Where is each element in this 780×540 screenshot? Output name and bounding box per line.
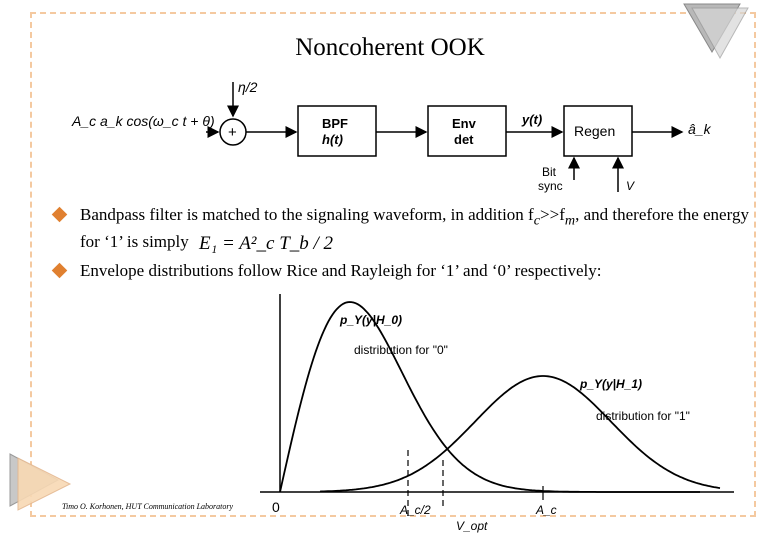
slide-frame: [30, 12, 756, 517]
bitsync-label-2: sync: [538, 179, 563, 193]
bpf-block: [297, 105, 377, 157]
adder-symbol: +: [228, 124, 237, 141]
env-det-block: [427, 105, 507, 157]
h0-curve-label: p_Y(y|H_0): [339, 313, 402, 327]
bullet-2-text: Envelope distributions follow Rice and R…: [80, 260, 602, 280]
energy-formula: E₁ = A²_c T_b / 2: [199, 232, 334, 254]
block-diagram: A_c a_k cos(ω_c t + θ) η/2 + BPF h(t) En…: [71, 79, 712, 193]
noise-label: η/2: [238, 79, 258, 95]
corner-arrow-top-right: [683, 3, 749, 60]
x-tick-ac-half: A_c/2: [399, 503, 431, 517]
env-label: Env: [452, 116, 477, 131]
x-tick-0: 0: [272, 499, 280, 515]
h0-annotation: distribution for "0": [354, 343, 448, 357]
bullet-item-1: Bandpass filter is matched to the signal…: [51, 204, 752, 254]
output-label: â_k: [688, 121, 712, 137]
slide-title: Noncoherent OOK: [295, 34, 485, 61]
h0-curve: [279, 301, 700, 493]
regen-block: [563, 105, 633, 157]
bpf-label: BPF: [322, 116, 348, 131]
bullet-1-sub-c: c: [533, 212, 541, 229]
bullet-diamond-icon: [51, 262, 68, 279]
bullet-list: Bandpass filter is matched to the signal…: [51, 204, 752, 287]
v-label: V: [626, 179, 635, 193]
bullet-item-2: Envelope distributions follow Rice and R…: [51, 260, 752, 281]
x-tick-ac: A_c: [535, 503, 557, 517]
det-label: det: [454, 132, 474, 147]
x-tick-vopt: V_opt: [456, 519, 488, 533]
bullet-1-text-a: Bandpass filter is matched to the signal…: [80, 205, 534, 224]
regen-label: Regen: [574, 123, 615, 139]
y-t-label: y(t): [521, 112, 542, 127]
input-signal-label: A_c a_k cos(ω_c t + θ): [71, 113, 215, 129]
bitsync-label-1: Bit: [542, 165, 557, 179]
bullet-1-sub-m: m: [564, 212, 576, 229]
h1-curve-label: p_Y(y|H_1): [579, 377, 642, 391]
h1-annotation: distribution for "1": [596, 409, 690, 423]
corner-arrow-bottom-left: [9, 453, 72, 511]
bullet-diamond-icon: [51, 206, 68, 223]
footer-credit: Timo O. Korhonen, HUT Communication Labo…: [62, 502, 234, 511]
distribution-chart: p_Y(y|H_0) p_Y(y|H_1) distribution for "…: [260, 294, 734, 533]
bullet-1-text-b: , and therefore the energy for ‘1’ is si…: [80, 205, 749, 252]
h1-curve: [319, 375, 721, 493]
bullet-1-mid: >>f: [540, 205, 565, 224]
bpf-h-label: h(t): [322, 132, 343, 147]
